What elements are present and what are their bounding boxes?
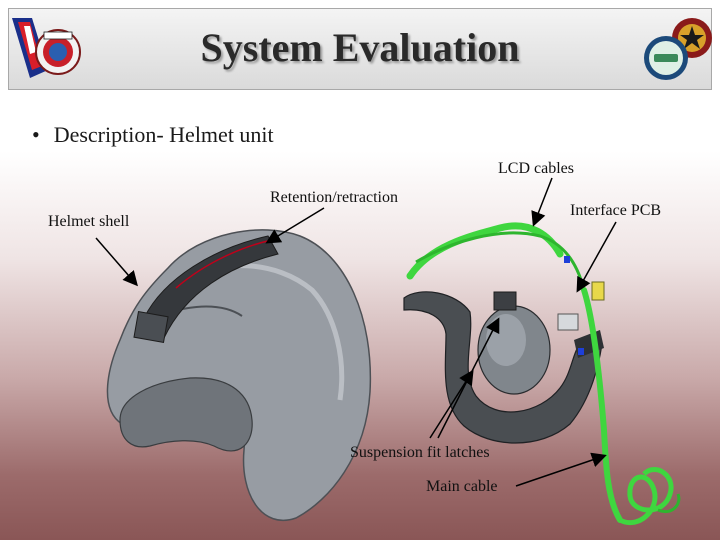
label-retention: Retention/retraction bbox=[270, 189, 398, 206]
helmet-shell-arrow bbox=[95, 237, 138, 287]
title-bar bbox=[8, 8, 712, 90]
main-cable-arrow bbox=[515, 452, 607, 487]
label-main-cable: Main cable bbox=[426, 478, 498, 495]
interface-pcb-arrow bbox=[576, 221, 617, 293]
label-lcd-cables: LCD cables bbox=[498, 160, 574, 177]
suspension-assembly-drawing bbox=[403, 291, 604, 444]
label-helmet-shell: Helmet shell bbox=[48, 213, 130, 230]
bullet-dot-icon: • bbox=[32, 122, 40, 147]
callout-arrows bbox=[95, 177, 617, 487]
label-interface-pcb: Interface PCB bbox=[570, 202, 662, 219]
retention-arrow bbox=[265, 207, 325, 244]
cable-drawing bbox=[406, 222, 681, 526]
command-seal-logo bbox=[644, 18, 712, 80]
suspension-arrow-2 bbox=[429, 369, 474, 439]
bullet-text: Description- Helmet unit bbox=[53, 122, 274, 147]
helmet-shell-drawing bbox=[106, 229, 372, 521]
lcd-cables-arrow bbox=[531, 177, 553, 227]
label-suspension: Suspension fit latches bbox=[350, 444, 490, 461]
army-emblem-logo bbox=[12, 18, 81, 78]
bullet-item: • Description- Helmet unit bbox=[32, 122, 274, 148]
slide-title: System Evaluation bbox=[200, 25, 520, 70]
